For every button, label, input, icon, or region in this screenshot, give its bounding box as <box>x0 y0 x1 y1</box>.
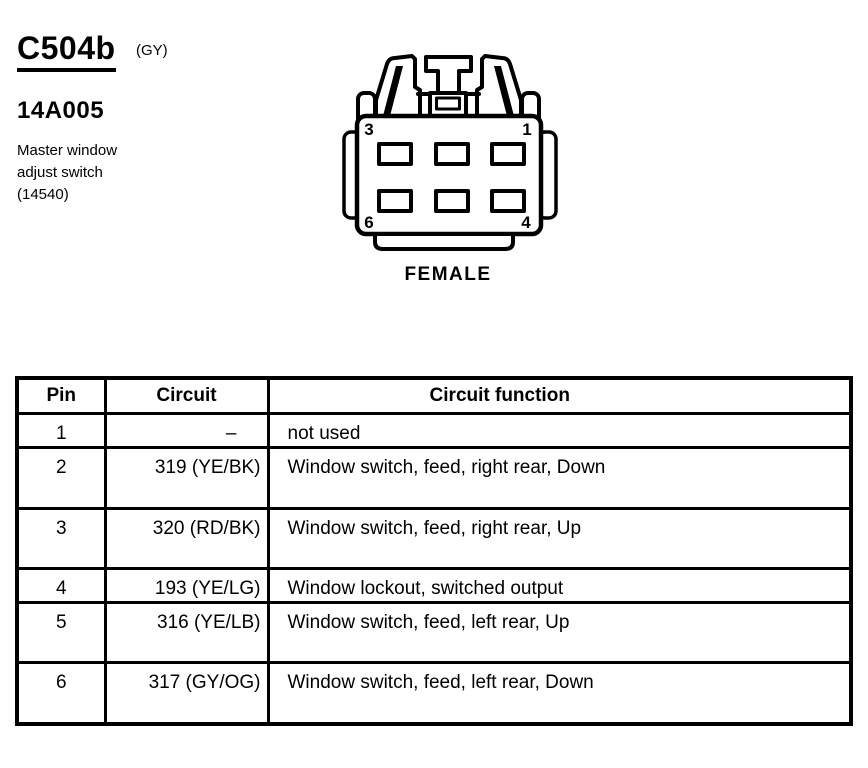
connector-bottom-step <box>373 232 515 251</box>
cell-function: Window switch, feed, left rear, Up <box>266 600 853 664</box>
connector-latch-wing-right-stripe <box>494 66 514 116</box>
cell-circuit: 193 (YE/LG) <box>103 566 270 604</box>
pin-cavity <box>377 189 413 213</box>
pin-cavity <box>490 189 526 213</box>
pin-cavity <box>434 142 470 166</box>
pin-cavity <box>377 142 413 166</box>
cell-circuit: 320 (RD/BK) <box>103 506 270 570</box>
cell-function: not used <box>266 412 853 449</box>
pinout-header-row: Pin Circuit Circuit function <box>15 376 853 415</box>
cell-function: Window switch, feed, right rear, Up <box>266 506 853 570</box>
part-description: Master window adjust switch (14540) <box>17 140 117 206</box>
cell-pin: 1 <box>15 412 107 449</box>
connector-color-code: (GY) <box>136 42 168 59</box>
part-number: 14A005 <box>17 97 105 124</box>
connector-latch-wing-right <box>475 54 523 120</box>
cell-function: Window switch, feed, right rear, Down <box>266 445 853 510</box>
table-row: 1–not used <box>15 412 853 449</box>
cell-function: Window switch, feed, left rear, Down <box>266 660 853 726</box>
cell-circuit: 319 (YE/BK) <box>103 445 270 510</box>
cell-pin: 6 <box>15 660 107 726</box>
part-description-line: adjust switch <box>17 164 103 181</box>
connector-id: C504b <box>17 30 116 72</box>
connector-center-box-slot <box>435 96 461 111</box>
cell-circuit: 317 (GY/OG) <box>103 660 270 726</box>
connector-body <box>354 113 544 237</box>
connector-latch-wing-left-stripe <box>383 66 403 116</box>
cell-pin: 4 <box>15 566 107 604</box>
pin-label-6: 6 <box>364 213 373 232</box>
connector-latch-wing-left <box>374 54 422 120</box>
pin-label-1: 1 <box>522 120 531 139</box>
pin-cavity <box>490 142 526 166</box>
cell-pin: 3 <box>15 506 107 570</box>
cell-pin: 5 <box>15 600 107 664</box>
cell-function: Window lockout, switched output <box>266 566 853 604</box>
cell-circuit: – <box>103 412 270 449</box>
cell-pin: 2 <box>15 445 107 510</box>
column-header-pin: Pin <box>15 376 107 415</box>
pin-cavity <box>434 189 470 213</box>
connector-center-latch <box>424 55 473 96</box>
connector-gender-label: FEMALE <box>404 264 492 285</box>
pin-label-3: 3 <box>364 120 373 139</box>
part-description-line: (14540) <box>17 186 69 203</box>
cell-circuit: 316 (YE/LB) <box>103 600 270 664</box>
connector-diagram: 3 1 6 4 <box>340 42 560 254</box>
pin-label-4: 4 <box>521 213 531 232</box>
part-description-line: Master window <box>17 142 118 159</box>
column-header-circuit-function: Circuit function <box>266 376 853 415</box>
column-header-circuit: Circuit <box>103 376 270 415</box>
